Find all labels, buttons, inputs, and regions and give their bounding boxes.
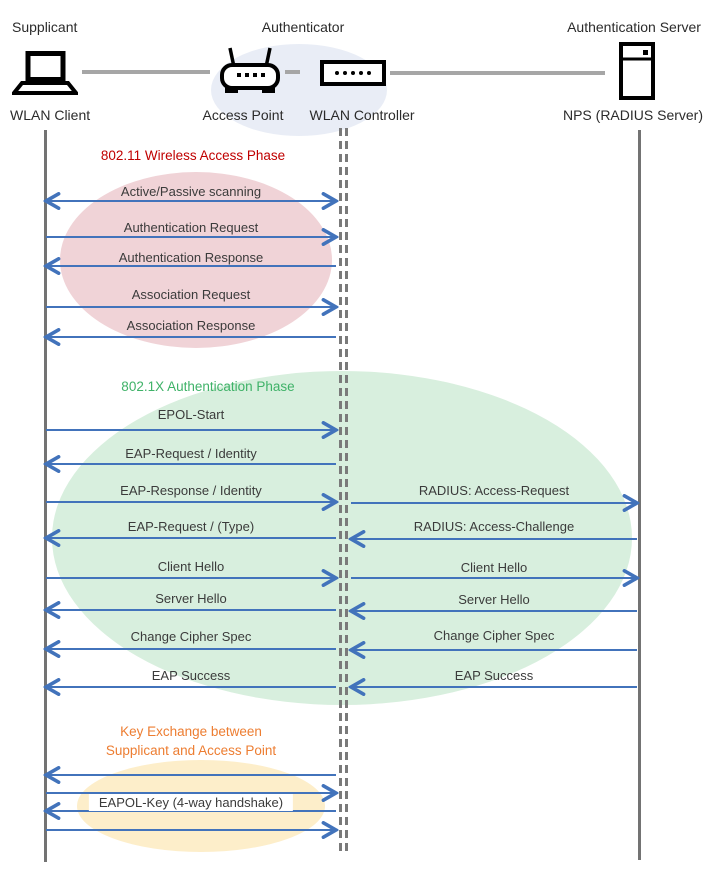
device-label-nps-radius-server: NPS (RADIUS Server) [562, 107, 704, 123]
message-label-12: Client Hello [460, 560, 528, 575]
message-label-6: EAP-Request / Identity [125, 446, 257, 461]
phase-8021x-ellipse [52, 371, 632, 705]
laptop-icon [12, 51, 78, 95]
message-label-16: Change Cipher Spec [433, 628, 555, 643]
message-label-4: Association Response [126, 318, 256, 333]
message-label-13: Server Hello [155, 591, 227, 606]
message-label-15: Change Cipher Spec [130, 629, 252, 644]
connector-ap-to-controller [285, 70, 300, 74]
message-label-18: EAP Success [454, 668, 534, 683]
connector-client-to-ap [82, 70, 210, 74]
role-label-authenticator: Authenticator [261, 19, 345, 35]
message-label-3: Association Request [131, 287, 251, 302]
access-point-icon [220, 47, 280, 93]
message-label-17: EAP Success [151, 668, 231, 683]
message-label-7: EAP-Response / Identity [120, 483, 262, 498]
authenticator-lifeline-dashed-right [345, 128, 348, 854]
message-label-1: Authentication Request [123, 220, 259, 235]
phase-80211-title: 802.11 Wireless Access Phase [100, 148, 286, 163]
device-label-access-point: Access Point [202, 107, 284, 123]
message-label-10: RADIUS: Access-Challenge [413, 519, 575, 534]
supplicant-lifeline [44, 130, 47, 862]
message-label-11: Client Hello [157, 559, 225, 574]
message-label-0: Active/Passive scanning [120, 184, 262, 199]
authenticator-lifeline-dashed-left [339, 128, 342, 854]
message-label-5: EPOL-Start [157, 407, 225, 422]
phase-8021x-title: 802.1X Authentication Phase [121, 379, 295, 394]
message-label-8: RADIUS: Access-Request [418, 483, 570, 498]
message-label-14: Server Hello [458, 592, 530, 607]
role-label-supplicant: Supplicant [12, 19, 78, 35]
device-label-wlan-controller: WLAN Controller [309, 107, 415, 123]
role-label-authentication-server: Authentication Server [567, 19, 701, 35]
message-label-9: EAP-Request / (Type) [127, 519, 255, 534]
device-label-wlan-client: WLAN Client [10, 107, 91, 123]
message-label-2: Authentication Response [118, 250, 264, 265]
message-label-21: EAPOL-Key (4-way handshake) [88, 794, 294, 811]
wlan-controller-icon [320, 60, 386, 86]
connector-controller-to-server [390, 71, 605, 75]
server-lifeline [638, 130, 641, 860]
server-icon [619, 42, 655, 100]
